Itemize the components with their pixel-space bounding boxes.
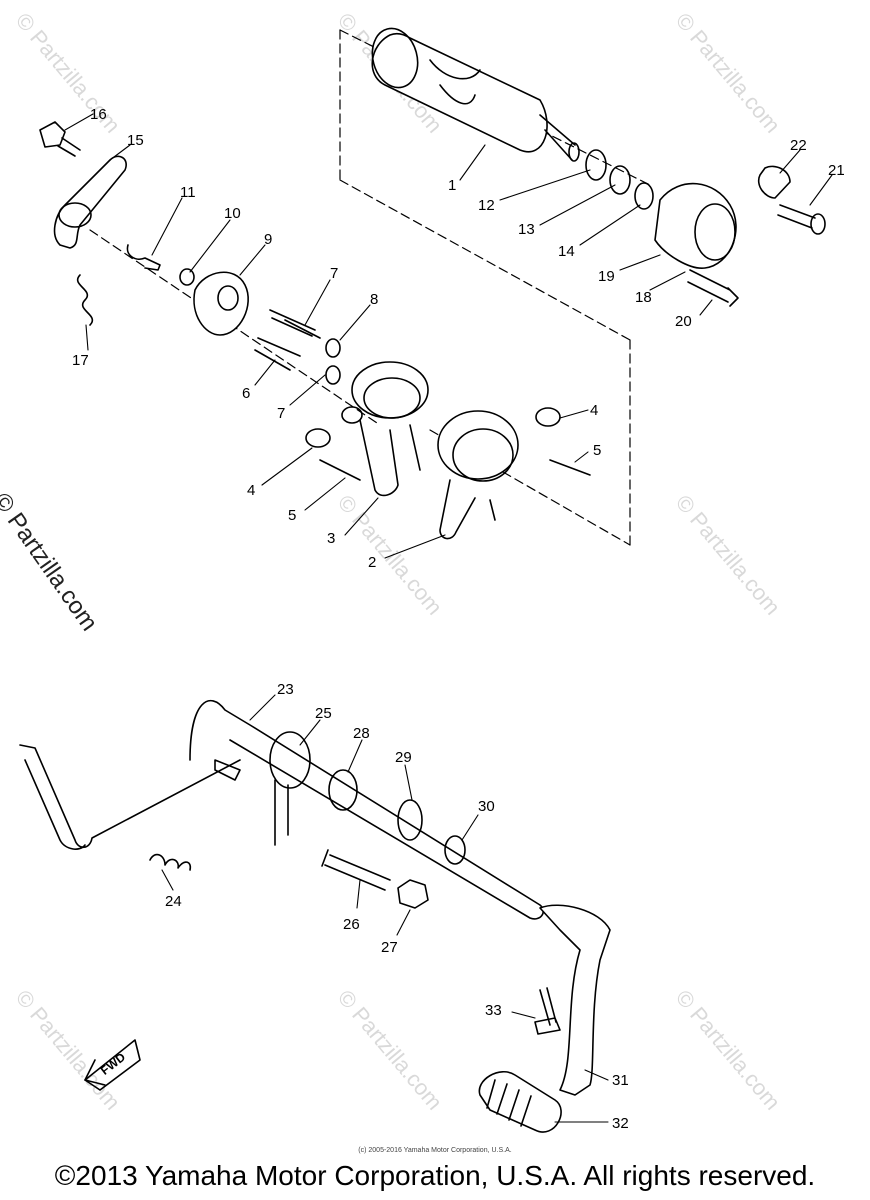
callout-7: 7 xyxy=(277,405,285,422)
guide-pin xyxy=(535,407,561,427)
callout-29: 29 xyxy=(395,749,412,766)
callout-25: 25 xyxy=(315,705,332,722)
shift-segment xyxy=(193,271,249,336)
callout-11: 11 xyxy=(180,184,196,201)
callout-4: 4 xyxy=(247,482,255,499)
shift-fork-3 xyxy=(341,361,429,497)
callout-32: 32 xyxy=(612,1115,629,1132)
clamp xyxy=(757,165,791,199)
drum-collar xyxy=(585,149,607,181)
callout-15: 15 xyxy=(127,132,144,149)
callout-24: 24 xyxy=(165,893,182,910)
callout-28: 28 xyxy=(353,725,370,742)
shift-pedal xyxy=(539,904,611,1096)
leader-lines xyxy=(64,113,833,1123)
callout-20: 20 xyxy=(675,313,692,330)
callout-3: 3 xyxy=(327,530,335,547)
copyright-footer: ©2013 Yamaha Motor Corporation, U.S.A. A… xyxy=(54,1160,816,1191)
pedal-rubber xyxy=(478,1071,562,1133)
spring xyxy=(76,274,94,326)
callout-14: 14 xyxy=(558,243,575,260)
fwd-arrow xyxy=(84,1039,141,1091)
ring-clip xyxy=(269,731,311,789)
drum-cover xyxy=(654,182,737,269)
drum-pin-plate xyxy=(609,165,631,195)
circlip xyxy=(634,182,654,210)
callout-4: 4 xyxy=(590,402,598,419)
circlip xyxy=(325,338,341,358)
callout-23: 23 xyxy=(277,681,294,698)
cotter-pin xyxy=(549,459,591,476)
fwd-label: FWD xyxy=(98,1050,128,1078)
return-spring xyxy=(149,853,192,871)
stopper-bolt xyxy=(39,121,81,157)
collar xyxy=(328,769,358,811)
callout-5: 5 xyxy=(288,507,296,524)
guide-pin xyxy=(305,428,331,448)
callout-2: 2 xyxy=(368,554,376,571)
callout-31: 31 xyxy=(612,1072,629,1089)
callout-labels: 1 2 3 4 4 5 5 6 7 7 8 9 10 11 12 13 14 1… xyxy=(72,106,845,1132)
screw xyxy=(777,204,816,229)
callout-16: 16 xyxy=(90,106,107,123)
shift-fork-2 xyxy=(437,410,519,540)
callout-21: 21 xyxy=(828,162,845,179)
stopper-lever xyxy=(53,155,127,249)
callout-10: 10 xyxy=(224,205,241,222)
washer xyxy=(397,799,423,841)
bolt xyxy=(126,244,161,271)
callout-19: 19 xyxy=(598,268,615,285)
callout-18: 18 xyxy=(635,289,652,306)
shift-shaft xyxy=(19,699,545,920)
callout-7: 7 xyxy=(330,265,338,282)
nut xyxy=(397,879,429,909)
washer xyxy=(179,268,195,286)
callout-30: 30 xyxy=(478,798,495,815)
callout-9: 9 xyxy=(264,231,272,248)
cover-bolt xyxy=(687,269,739,307)
pins xyxy=(254,309,321,371)
callout-13: 13 xyxy=(518,221,535,238)
callout-17: 17 xyxy=(72,352,89,369)
copyright-small: (c) 2005-2016 Yamaha Motor Corporation, … xyxy=(358,1147,512,1154)
callout-6: 6 xyxy=(242,385,250,402)
callout-22: 22 xyxy=(790,137,807,154)
callout-5: 5 xyxy=(593,442,601,459)
stud-bolt xyxy=(321,849,391,891)
callout-26: 26 xyxy=(343,916,360,933)
cotter-pin xyxy=(319,459,361,481)
callout-12: 12 xyxy=(478,197,495,214)
callout-8: 8 xyxy=(370,291,378,308)
callout-27: 27 xyxy=(381,939,398,956)
circlip xyxy=(325,365,341,385)
callout-33: 33 xyxy=(485,1002,502,1019)
pedal-bolt xyxy=(534,987,561,1035)
shift-drum xyxy=(371,27,580,162)
callout-1: 1 xyxy=(448,177,456,194)
collar xyxy=(444,835,466,865)
